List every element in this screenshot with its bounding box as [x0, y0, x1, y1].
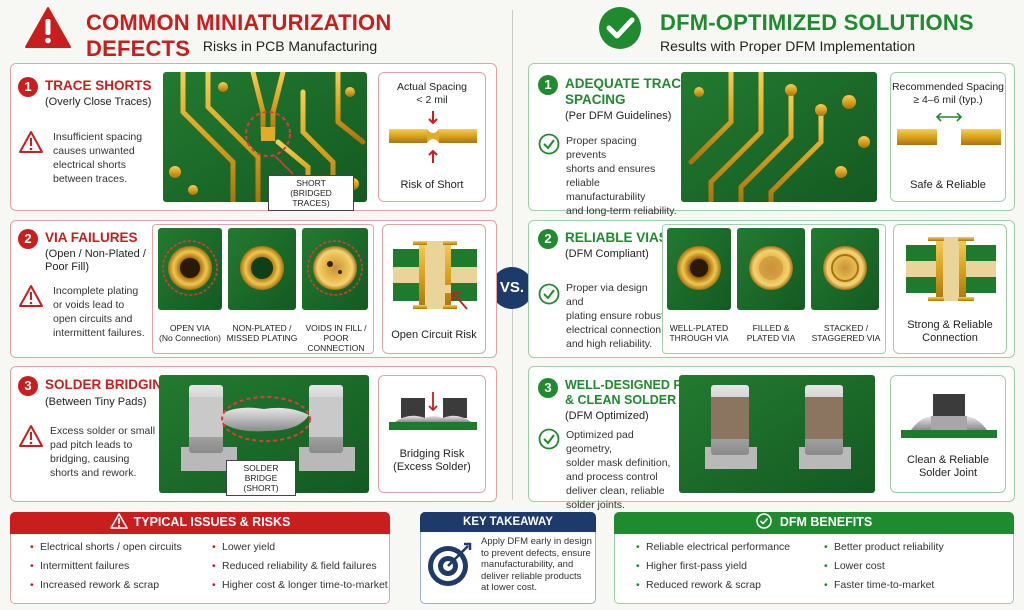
stacked-via-photo: [811, 228, 879, 310]
section-number: 2: [538, 229, 558, 249]
well-plated-via-photo: [667, 228, 731, 310]
section-description: Optimized pad geometry,solder mask defin…: [566, 429, 671, 511]
benefits-header: DFM BENEFITS: [614, 512, 1014, 534]
open-circuit-diagram: Open Circuit Risk: [382, 224, 486, 354]
issue-item: Reduced reliability & field failures: [212, 560, 377, 573]
non-plated-via-photo: [228, 228, 296, 310]
section-number: 1: [18, 77, 38, 97]
filled-plated-via-photo: [737, 228, 805, 310]
check-icon: [538, 133, 560, 155]
warning-icon: [24, 6, 72, 50]
section-subheading: (Between Tiny Pads): [45, 396, 147, 408]
benefit-item: Reduced rework & scrap: [636, 579, 761, 592]
issue-item: Intermittent failures: [30, 560, 129, 573]
right-subtitle: Results with Proper DFM Implementation: [660, 38, 916, 54]
benefit-item: Faster time-to-market: [824, 579, 934, 592]
section-heading: SOLDER BRIDGING: [45, 377, 173, 392]
section-heading: VIA FAILURES: [45, 230, 138, 245]
takeaway-header: KEY TAKEAWAY: [420, 512, 596, 532]
risk-of-short-diagram: Actual Spacing< 2 mil Risk of Short: [378, 72, 486, 202]
bridging-risk-diagram: Bridging Risk(Excess Solder): [378, 375, 486, 493]
center-divider: [512, 10, 513, 500]
section-heading: RELIABLE VIAS: [565, 230, 668, 245]
right-title: DFM-OPTIMIZED SOLUTIONS: [660, 10, 974, 35]
section-number: 1: [538, 75, 558, 95]
section-subheading: (DFM Optimized): [565, 410, 649, 422]
section-subheading: (Overly Close Traces): [45, 96, 152, 108]
issue-item: Increased rework & scrap: [30, 579, 159, 592]
section-subheading: (Open / Non-Plated /Poor Fill): [45, 248, 146, 273]
clean-solder-photo: [679, 375, 875, 493]
open-via-photo: [158, 228, 222, 310]
check-icon: [538, 428, 560, 450]
warning-icon: [18, 130, 44, 154]
section-subheading: (Per DFM Guidelines): [565, 110, 672, 122]
section-number: 3: [18, 376, 38, 396]
warning-icon: [18, 284, 44, 308]
check-circle-icon: [597, 5, 643, 51]
solder-bridge-photo: [159, 375, 369, 493]
benefit-item: Reliable electrical performance: [636, 541, 790, 554]
issue-item: Lower yield: [212, 541, 275, 554]
check-circle-icon: [756, 513, 772, 535]
section-number: 3: [538, 378, 558, 398]
adequate-spacing-photo: [681, 72, 877, 202]
check-icon: [538, 283, 560, 305]
solder-bridge-callout: SOLDER BRIDGE(SHORT): [226, 460, 296, 496]
issue-item: Electrical shorts / open circuits: [30, 541, 182, 554]
voids-in-fill-via-photo: [302, 228, 368, 310]
issues-header: TYPICAL ISSUES & RISKS: [10, 512, 390, 534]
left-title: COMMON MINIATURIZATION DEFECTS: [86, 10, 392, 61]
benefit-item: Better product reliability: [824, 541, 944, 554]
section-subheading: (DFM Compliant): [565, 248, 649, 260]
target-icon: [426, 540, 474, 588]
section-heading: TRACE SHORTS: [45, 78, 152, 93]
vs-badge: VS.: [491, 267, 533, 309]
left-subtitle: Risks in PCB Manufacturing: [202, 38, 378, 54]
warning-icon: [109, 513, 128, 535]
benefit-item: Lower cost: [824, 560, 885, 573]
warning-icon: [18, 424, 44, 448]
section-number: 2: [18, 229, 38, 249]
safe-spacing-diagram: Recommended Spacing≥ 4–6 mil (typ.) Safe…: [890, 72, 1006, 202]
benefit-item: Higher first-pass yield: [636, 560, 747, 573]
short-callout: SHORT(BRIDGED TRACES): [268, 175, 354, 211]
issue-item: Higher cost & longer time-to-market: [212, 579, 388, 592]
